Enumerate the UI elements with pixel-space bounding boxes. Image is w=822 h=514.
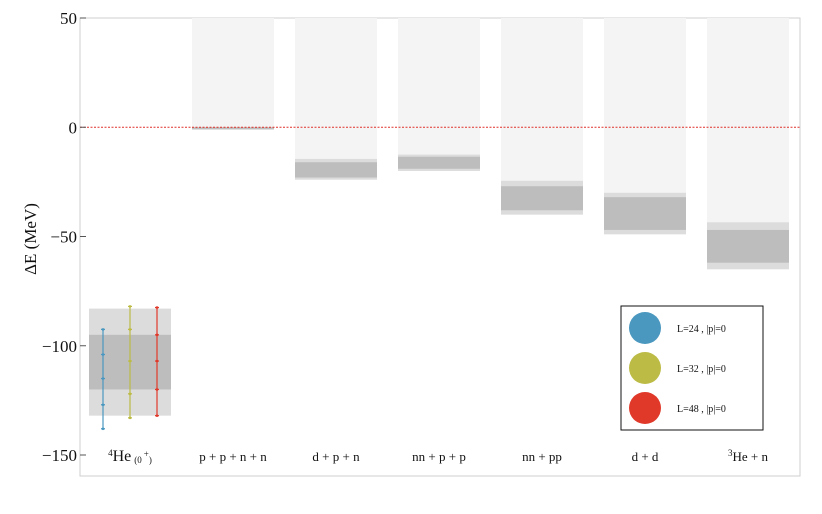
series-error-bars	[101, 305, 159, 431]
label-main: He + n	[733, 449, 769, 464]
label-superscript: 3	[728, 448, 733, 458]
category-label: p + p + n + n	[199, 449, 267, 464]
series-point	[128, 328, 132, 331]
series-point	[101, 403, 105, 407]
series-point	[128, 416, 132, 420]
label-main: d + p + n	[312, 449, 360, 464]
inner-band	[192, 127, 274, 130]
background-bars	[192, 18, 789, 270]
label-main: d + d	[632, 449, 659, 464]
y-tick-label: −150	[42, 446, 77, 465]
label-main: He	[113, 448, 132, 465]
background-bar	[707, 18, 789, 128]
background-bar	[192, 18, 274, 128]
legend-label: L=24 , |p|=0	[677, 324, 726, 335]
inner-band	[295, 162, 377, 178]
label-subscript: (0	[134, 455, 142, 465]
series-point	[155, 359, 159, 363]
y-axis-label: ΔE (MeV)	[21, 203, 40, 275]
background-bar	[501, 18, 583, 128]
series-point	[101, 353, 105, 356]
label-main: nn + pp	[522, 449, 562, 464]
series-point	[128, 392, 132, 396]
category-labels: 4He(0+) p + p + n + n d + p + n nn + p + p n…	[108, 448, 768, 465]
category-label: 3He + n	[728, 448, 768, 464]
energy-bands	[192, 127, 789, 270]
inner-band	[707, 229, 789, 263]
legend-marker	[629, 392, 661, 424]
label-subscript: )	[149, 455, 152, 465]
y-tick-label: −100	[42, 337, 77, 356]
series-point	[155, 388, 159, 391]
category-label: nn + p + p	[412, 449, 466, 464]
category-label: d + d	[632, 449, 659, 464]
inner-band	[398, 156, 480, 169]
series-point	[101, 328, 105, 331]
label-main: nn + p + p	[412, 449, 466, 464]
category-label: d + p + n	[312, 449, 360, 464]
series-point	[155, 414, 159, 417]
background-bar	[398, 18, 480, 128]
category-label: nn + pp	[522, 449, 562, 464]
series-point	[155, 333, 159, 337]
legend-marker	[629, 312, 661, 344]
background-bar	[604, 18, 686, 128]
inner-band	[501, 186, 583, 211]
label-superscript: 4	[108, 448, 113, 458]
background-bar	[295, 18, 377, 128]
series-point	[101, 427, 105, 431]
series-point	[128, 305, 132, 308]
legend-marker	[629, 352, 661, 384]
label-superscript: +	[144, 449, 149, 459]
category-label: 4He(0+)	[108, 448, 152, 465]
series-point	[128, 359, 132, 363]
y-tick-label: 50	[60, 9, 77, 28]
y-tick-label: −50	[50, 228, 77, 247]
legend: L=24 , |p|=0L=32 , |p|=0L=48 , |p|=0	[620, 305, 764, 431]
y-tick-label: 0	[69, 118, 78, 137]
label-main: p + p + n + n	[199, 449, 267, 464]
inner-band	[604, 197, 686, 230]
series-point	[101, 377, 105, 380]
y-axis-ticks: 50 0 −50 −100 −150	[42, 9, 86, 465]
series-point	[155, 306, 159, 309]
legend-label: L=32 , |p|=0	[677, 364, 726, 375]
legend-label: L=48 , |p|=0	[677, 404, 726, 415]
